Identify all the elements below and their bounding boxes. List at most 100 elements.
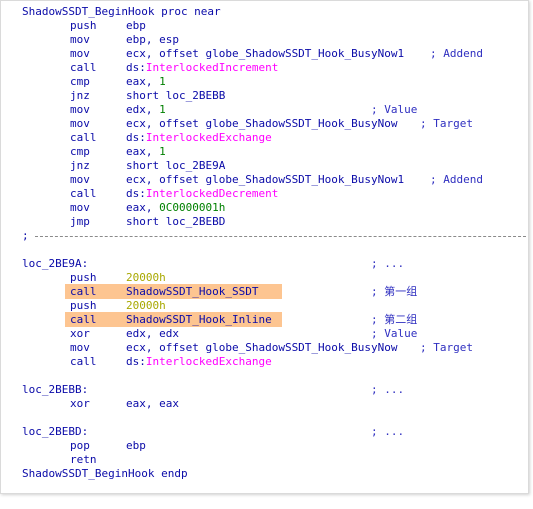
operands: eax, eax — [126, 397, 179, 410]
mnemonic: push — [70, 271, 97, 284]
proc-footer[interactable]: ShadowSSDT_BeginHook endp — [22, 467, 188, 480]
instruction-line[interactable]: mov ecx, offset globe_ShadowSSDT_Hook_Bu… — [1, 341, 528, 355]
operands: ebp, esp — [126, 33, 179, 46]
immediate-value: 20000h — [126, 271, 166, 284]
comment: ; Target — [420, 341, 473, 354]
mnemonic: mov — [70, 341, 90, 354]
mnemonic: call — [70, 313, 97, 326]
call-target[interactable]: ShadowSSDT_Hook_SSDT — [126, 285, 259, 298]
call-target[interactable]: ShadowSSDT_Hook_Inline — [126, 313, 272, 326]
disassembly-view: ShadowSSDT_BeginHook proc near push ebp … — [0, 0, 529, 494]
operands[interactable]: short loc_2BEBB — [126, 89, 226, 102]
operands: ds:InterlockedDecrement — [126, 187, 278, 201]
mnemonic: cmp — [70, 75, 90, 88]
immediate-value: 20000h — [126, 299, 166, 312]
separator-dashes — [35, 236, 526, 237]
label-line[interactable]: loc_2BEBD: ; ... — [1, 425, 528, 439]
import-name[interactable]: InterlockedExchange — [145, 131, 272, 144]
instruction-line[interactable]: cmp eax, 1 — [1, 145, 528, 159]
mnemonic: mov — [70, 47, 90, 60]
operands: ds:InterlockedExchange — [126, 131, 272, 145]
instruction-line[interactable]: push 20000h — [1, 271, 528, 285]
segment-prefix: ds: — [126, 187, 146, 200]
proc-footer-line[interactable]: ShadowSSDT_BeginHook endp — [1, 467, 528, 481]
instruction-line-highlighted[interactable]: call ShadowSSDT_Hook_SSDT ; 第一组 — [1, 284, 528, 299]
operands: ecx, offset globe_ShadowSSDT_Hook_BusyNo… — [126, 341, 398, 354]
proc-header-line[interactable]: ShadowSSDT_BeginHook proc near — [1, 5, 528, 19]
operands: ecx, offset globe_ShadowSSDT_Hook_BusyNo… — [126, 117, 398, 130]
disassembly-listing: ShadowSSDT_BeginHook proc near push ebp … — [1, 5, 528, 481]
code-label[interactable]: loc_2BEBB: — [22, 383, 89, 396]
mnemonic: push — [70, 19, 97, 32]
instruction-line[interactable]: jmp short loc_2BEBD — [1, 215, 528, 229]
mnemonic: push — [70, 299, 97, 312]
comment: ; Target — [420, 117, 473, 130]
instruction-line[interactable]: mov ecx, offset globe_ShadowSSDT_Hook_Bu… — [1, 173, 528, 187]
instruction-line[interactable]: cmp eax, 1 — [1, 75, 528, 89]
import-name[interactable]: InterlockedIncrement — [145, 61, 279, 74]
mnemonic: call — [70, 285, 97, 298]
import-name[interactable]: InterlockedExchange — [145, 355, 272, 368]
operands[interactable]: short loc_2BEBD — [126, 215, 226, 228]
xref-comment[interactable]: ; ... — [371, 257, 405, 270]
instruction-line[interactable]: call ds:InterlockedIncrement — [1, 61, 528, 75]
operands: eax, 0C0000001h — [126, 201, 226, 214]
mnemonic: cmp — [70, 145, 90, 158]
operands: eax, 1 — [126, 75, 166, 88]
import-name[interactable]: InterlockedDecrement — [145, 187, 279, 200]
instruction-line[interactable]: mov edx, 1 ; Value — [1, 103, 528, 117]
operands[interactable]: short loc_2BE9A — [126, 159, 226, 172]
operands: edx, edx — [126, 327, 179, 340]
instruction-line[interactable]: push 20000h — [1, 299, 528, 313]
instruction-line[interactable]: mov ebp, esp — [1, 33, 528, 47]
instruction-line[interactable]: retn — [1, 453, 528, 467]
operands: ds:InterlockedExchange — [126, 355, 272, 369]
highlight-bar — [65, 312, 282, 327]
separator-semicolon: ; — [22, 229, 29, 242]
operands: ecx, offset globe_ShadowSSDT_Hook_BusyNo… — [126, 173, 405, 186]
instruction-line[interactable]: mov eax, 0C0000001h — [1, 201, 528, 215]
proc-header[interactable]: ShadowSSDT_BeginHook proc near — [22, 5, 221, 18]
comment: ; Addend — [430, 173, 483, 186]
label-line[interactable]: loc_2BE9A: ; ... — [1, 257, 528, 271]
instruction-line[interactable]: xor edx, edx ; Value — [1, 327, 528, 341]
mnemonic: jmp — [70, 215, 90, 228]
mnemonic: retn — [70, 453, 97, 466]
comment: ; Addend — [430, 47, 483, 60]
mnemonic: mov — [70, 103, 90, 116]
segment-prefix: ds: — [126, 355, 146, 368]
label-line[interactable]: loc_2BEBB: ; ... — [1, 383, 528, 397]
mnemonic: mov — [70, 33, 90, 46]
xref-comment[interactable]: ; ... — [371, 383, 405, 396]
instruction-line[interactable]: call ds:InterlockedExchange — [1, 355, 528, 369]
mnemonic: call — [70, 355, 97, 368]
instruction-line-highlighted[interactable]: call ShadowSSDT_Hook_Inline ; 第二组 — [1, 312, 528, 327]
instruction-line[interactable]: call ds:InterlockedDecrement — [1, 187, 528, 201]
xref-comment[interactable]: ; ... — [371, 425, 405, 438]
instruction-line[interactable]: pop ebp — [1, 439, 528, 453]
instruction-line[interactable]: call ds:InterlockedExchange — [1, 131, 528, 145]
instruction-line[interactable]: mov ecx, offset globe_ShadowSSDT_Hook_Bu… — [1, 117, 528, 131]
operands: ecx, offset globe_ShadowSSDT_Hook_BusyNo… — [126, 47, 405, 60]
instruction-line[interactable]: jnz short loc_2BEBB — [1, 89, 528, 103]
mnemonic: mov — [70, 201, 90, 214]
comment: ; 第二组 — [371, 313, 418, 326]
code-label[interactable]: loc_2BEBD: — [22, 425, 89, 438]
comment: ; 第一组 — [371, 285, 418, 298]
segment-prefix: ds: — [126, 131, 146, 144]
mnemonic: pop — [70, 439, 90, 452]
code-label[interactable]: loc_2BE9A: — [22, 257, 89, 270]
operands: ds:InterlockedIncrement — [126, 61, 278, 75]
instruction-line[interactable]: mov ecx, offset globe_ShadowSSDT_Hook_Bu… — [1, 47, 528, 61]
comment: ; Value — [371, 327, 418, 340]
instruction-line[interactable]: jnz short loc_2BE9A — [1, 159, 528, 173]
mnemonic: jnz — [70, 159, 90, 172]
mnemonic: xor — [70, 327, 90, 340]
instruction-line[interactable]: xor eax, eax — [1, 397, 528, 411]
block-separator: ; — [1, 229, 528, 243]
instruction-line[interactable]: push ebp — [1, 19, 528, 33]
segment-prefix: ds: — [126, 61, 146, 74]
mnemonic: call — [70, 187, 97, 200]
operands: ebp — [126, 439, 146, 452]
operands: eax, 1 — [126, 145, 166, 158]
